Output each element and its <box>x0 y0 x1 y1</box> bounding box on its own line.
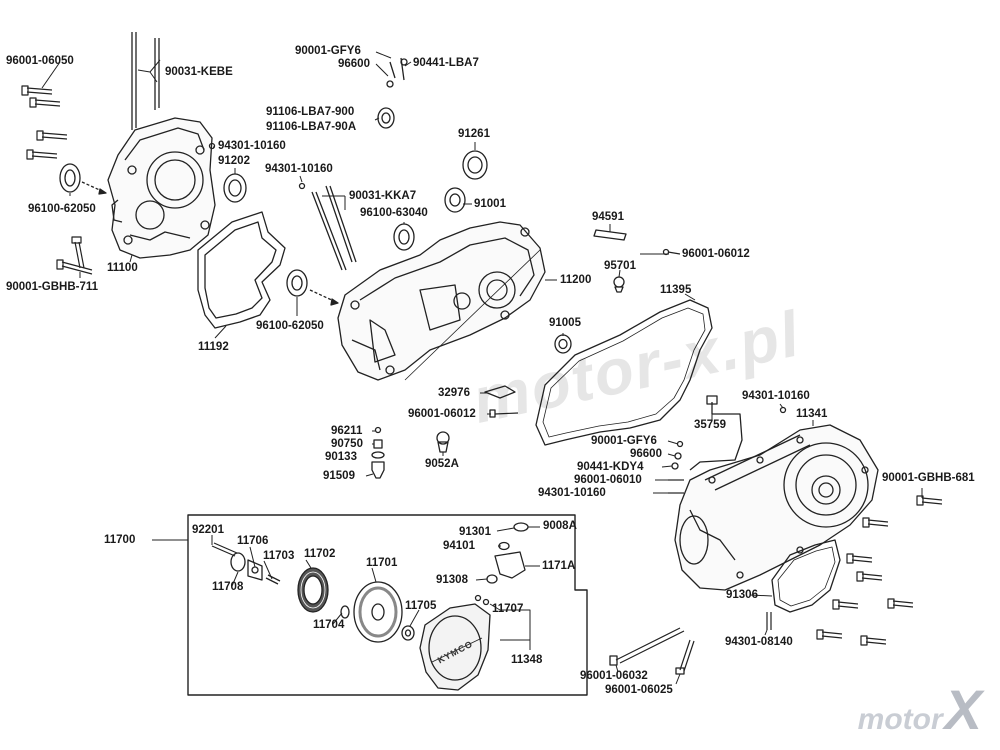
part-number-label: 1171A <box>542 560 576 572</box>
part-number-label: 11700 <box>104 534 136 546</box>
part-number-label: 11704 <box>313 619 345 631</box>
part-number-label: 96001-06012 <box>682 248 750 260</box>
bearing-part <box>59 163 81 193</box>
part-number-label: 96001-06025 <box>605 684 673 696</box>
part-number-label: 91106-LBA7-90A <box>266 121 357 133</box>
brand-logo: motorX <box>858 677 982 742</box>
part-number-label: 94301-10160 <box>265 163 333 175</box>
part-number-label: 90031-KEBE <box>165 66 233 78</box>
logo-text: motor <box>857 703 943 736</box>
right-gasket-part <box>771 539 841 613</box>
part-number-label: 11707 <box>492 603 524 615</box>
logo-mark: X <box>944 678 982 741</box>
part-number-label: 11100 <box>107 262 138 274</box>
part-number-label: 96100-63040 <box>360 207 428 219</box>
part-number-label: 91261 <box>458 128 490 140</box>
part-number-label: 11708 <box>212 581 244 593</box>
part-number-label: 32976 <box>438 387 470 399</box>
part-number-label: 91308 <box>436 574 468 586</box>
gasket-part <box>197 211 286 329</box>
part-number-label: 90001-GBHB-711 <box>6 281 99 293</box>
part-number-label: 94591 <box>592 211 624 223</box>
part-number-label: 90441-KDY4 <box>577 461 644 473</box>
part-number-label: 96001-06010 <box>574 474 642 486</box>
part-number-label: 90441-LBA7 <box>413 57 479 69</box>
part-number-label: 94301-10160 <box>218 140 286 152</box>
part-number-label: 90001-GBHB-681 <box>882 472 975 484</box>
part-number-label: 90133 <box>325 451 357 463</box>
part-number-label: 96001-06012 <box>408 408 476 420</box>
bolt-group <box>21 85 68 160</box>
part-number-label: 91306 <box>726 589 758 601</box>
part-number-label: 96100-62050 <box>28 203 96 215</box>
part-number-label: 96600 <box>338 58 370 70</box>
kick-starter-box <box>187 514 588 696</box>
part-number-label: 91106-LBA7-900 <box>266 106 355 118</box>
part-number-label: 91005 <box>549 317 581 329</box>
crankcase-cover-part <box>674 424 879 591</box>
cover-gasket-part <box>535 299 713 446</box>
spring-part <box>297 567 329 613</box>
part-number-label: 11701 <box>366 557 398 569</box>
part-number-label: 35759 <box>694 419 726 431</box>
pulley-part <box>353 581 403 643</box>
part-number-label: 9052A <box>425 458 459 470</box>
center-crankcase-part <box>337 221 546 381</box>
part-number-label: 91001 <box>474 198 506 210</box>
part-number-label: 96001-06032 <box>580 670 648 682</box>
part-number-label: 92201 <box>192 524 224 536</box>
part-number-label: 11192 <box>198 341 229 353</box>
part-number-label: 11706 <box>237 535 269 547</box>
part-number-label: 91301 <box>459 526 491 538</box>
part-number-label: 90031-KKA7 <box>349 190 417 202</box>
part-number-label: 11200 <box>560 274 592 286</box>
part-number-label: 11702 <box>304 548 336 560</box>
part-number-label: 11341 <box>796 408 828 420</box>
part-number-label: 94301-10160 <box>538 487 606 499</box>
part-number-label: 11348 <box>511 654 543 666</box>
part-number-label: 90001-GFY6 <box>591 435 657 447</box>
part-number-label: 90001-GFY6 <box>295 45 361 57</box>
part-number-label: 91202 <box>218 155 250 167</box>
part-number-label: 96001-06050 <box>6 55 74 67</box>
stud-part <box>131 32 160 130</box>
part-number-label: 96211 <box>331 425 363 437</box>
part-number-label: 91509 <box>323 470 355 482</box>
part-number-label: 96600 <box>630 448 662 460</box>
part-number-label: 94301-10160 <box>742 390 810 402</box>
part-number-label: 11703 <box>263 550 295 562</box>
part-number-label: 90750 <box>331 438 363 450</box>
part-number-label: 11395 <box>660 284 692 296</box>
starter-cover-part <box>419 603 491 691</box>
part-number-label: 95701 <box>604 260 636 272</box>
plate-part <box>593 229 627 241</box>
left-crankcase-part <box>107 117 216 259</box>
part-number-label: 9008A <box>543 520 577 532</box>
part-number-label: 94101 <box>443 540 475 552</box>
part-number-label: 96100-62050 <box>256 320 324 332</box>
part-number-label: 94301-08140 <box>725 636 793 648</box>
part-number-label: 11705 <box>405 600 437 612</box>
